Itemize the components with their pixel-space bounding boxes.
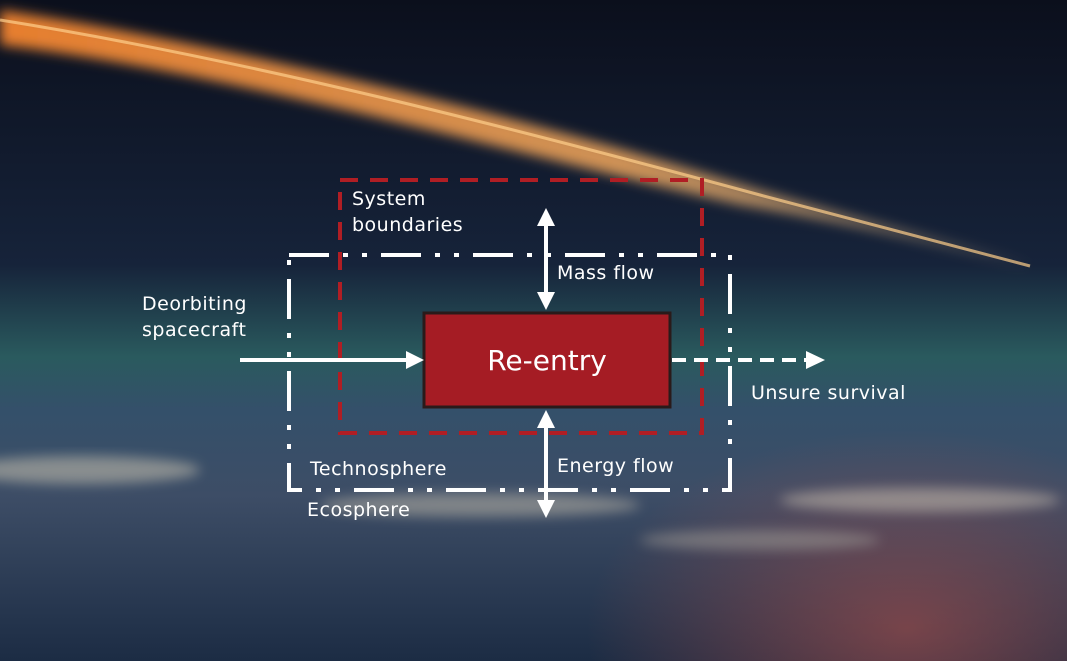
system-boundaries-label-line2: boundaries — [352, 214, 464, 236]
ecosphere-label: Ecosphere — [307, 499, 411, 521]
system-boundaries-label-line1: System — [352, 188, 426, 210]
energy-flow-label: Energy flow — [557, 455, 675, 477]
meteor-trail — [0, 10, 1030, 266]
clouds — [0, 456, 1060, 550]
output-label: Unsure survival — [751, 382, 906, 404]
re-entry-process-box — [422, 311, 672, 409]
input-label-line1: Deorbiting — [142, 293, 247, 315]
technosphere-label: Technosphere — [310, 458, 447, 480]
output-arrow — [806, 351, 825, 369]
process-label: Re-entry — [487, 343, 607, 377]
input-label-line2: spacecraft — [142, 319, 247, 341]
energy-flow-arrow — [537, 410, 555, 428]
system-boundary — [338, 178, 704, 435]
input-arrow — [406, 351, 424, 369]
technosphere-boundary — [287, 253, 732, 492]
mass-flow-label: Mass flow — [557, 262, 655, 284]
mass-flow-arrow — [537, 208, 555, 226]
